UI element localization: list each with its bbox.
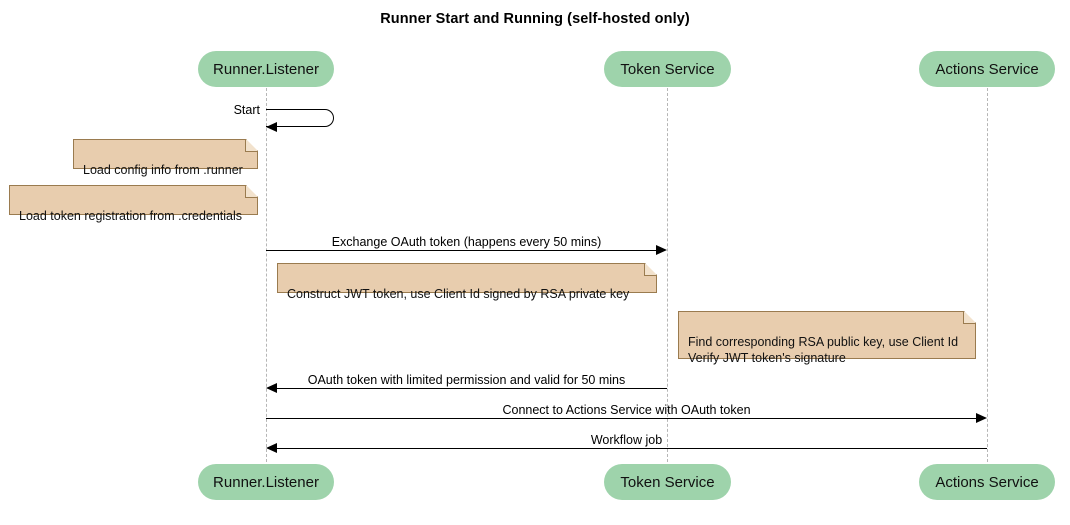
participant-actions-service-bottom[interactable]: Actions Service	[919, 464, 1055, 500]
participant-label: Actions Service	[935, 60, 1039, 78]
participant-label: Runner.Listener	[213, 473, 319, 491]
message-label-exchange-oauth-token: Exchange OAuth token (happens every 50 m…	[331, 235, 602, 249]
note-fold-corner-icon	[245, 185, 258, 198]
message-start-arrowhead	[266, 121, 277, 132]
note-fold-corner-icon	[963, 311, 976, 324]
participant-label: Token Service	[620, 60, 715, 78]
note-text: Find corresponding RSA public key, use C…	[688, 335, 959, 365]
lifeline-token	[667, 88, 668, 462]
note-fold-corner-icon	[644, 263, 657, 276]
message-line-workflow-job	[277, 448, 987, 449]
message-start-selfloop	[266, 109, 334, 127]
participant-runner-listener-bottom[interactable]: Runner.Listener	[198, 464, 334, 500]
note-text: Load token registration from .credential…	[19, 209, 243, 223]
message-arrowhead-workflow-job	[266, 442, 277, 453]
diagram-title: Runner Start and Running (self-hosted on…	[380, 11, 690, 27]
message-label-connect-to-actions-service: Connect to Actions Service with OAuth to…	[502, 403, 751, 417]
message-arrowhead-connect-to-actions-service	[976, 412, 987, 423]
participant-actions-service-top[interactable]: Actions Service	[919, 51, 1055, 87]
participant-label: Actions Service	[935, 473, 1039, 491]
participant-token-service-bottom[interactable]: Token Service	[604, 464, 731, 500]
lifeline-actions	[987, 88, 988, 462]
message-line-exchange-oauth-token	[266, 250, 656, 251]
message-label-oauth-token-limited-permission: OAuth token with limited permission and …	[307, 373, 626, 387]
participant-runner-listener-top[interactable]: Runner.Listener	[198, 51, 334, 87]
note-find-rsa-public-key: Find corresponding RSA public key, use C…	[678, 311, 976, 365]
participant-token-service-top[interactable]: Token Service	[604, 51, 731, 87]
message-label-workflow-job: Workflow job	[590, 433, 663, 447]
note-construct-jwt-token: Construct JWT token, use Client Id signe…	[277, 263, 657, 301]
lifeline-runner	[266, 88, 267, 462]
participant-label: Token Service	[620, 473, 715, 491]
note-load-token-registration: Load token registration from .credential…	[9, 185, 258, 223]
message-line-connect-to-actions-service	[266, 418, 976, 419]
message-arrowhead-oauth-token-limited-permission	[266, 382, 277, 393]
message-line-oauth-token-limited-permission	[277, 388, 667, 389]
message-arrowhead-exchange-oauth-token	[656, 244, 667, 255]
note-fold-corner-icon	[245, 139, 258, 152]
note-text: Construct JWT token, use Client Id signe…	[287, 287, 630, 301]
participant-label: Runner.Listener	[213, 60, 319, 78]
note-text: Load config info from .runner	[83, 163, 243, 177]
message-label-start: Start	[233, 103, 260, 117]
note-load-config-info: Load config info from .runner	[73, 139, 258, 177]
